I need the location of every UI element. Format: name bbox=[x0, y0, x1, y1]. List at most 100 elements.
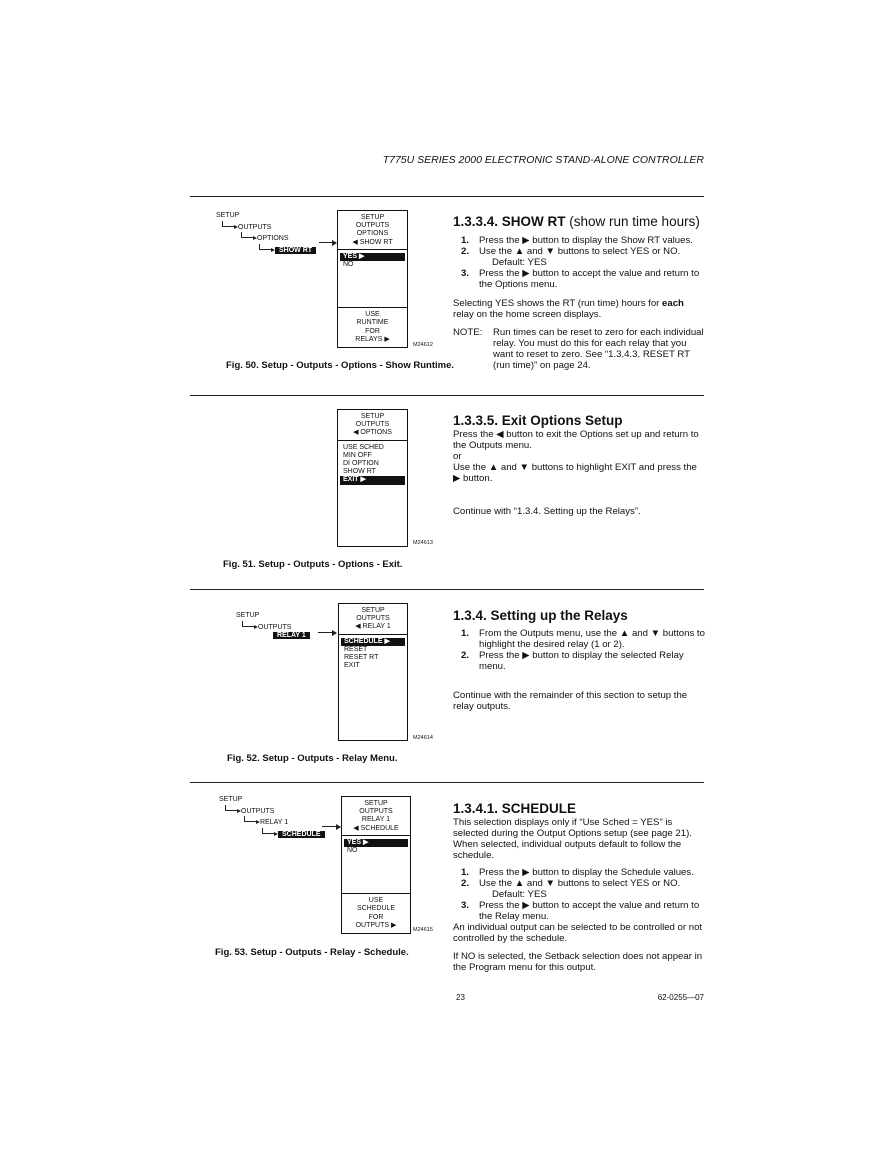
tree-item-highlighted: SCHEDULE bbox=[278, 830, 325, 838]
display-option-selected: SCHEDULE ▶ bbox=[341, 637, 405, 646]
display-option-selected: YES ▶ bbox=[344, 838, 408, 848]
display-line: OUTPUTS bbox=[356, 615, 390, 623]
branch-arrow-icon bbox=[225, 804, 241, 813]
display-line: OUTPUTS bbox=[359, 808, 393, 816]
section-divider bbox=[190, 395, 704, 396]
display-line: FOR bbox=[368, 913, 384, 921]
arrow-icon bbox=[319, 239, 337, 246]
lcd-display: SETUP OUTPUTS RELAY 1 ◀ SCHEDULE YES ▶ N… bbox=[341, 796, 411, 934]
section-heading: 1.3.4.1. SCHEDULE bbox=[453, 801, 577, 816]
figure-code: M24615 bbox=[413, 927, 433, 933]
step-item: 1.Press the ▶ button to display the Show… bbox=[461, 235, 693, 246]
tree-item: RELAY 1 bbox=[260, 819, 289, 827]
section-text: 1.3.3.4. SHOW RT (show run time hours) 1… bbox=[453, 214, 705, 371]
display-option: DI OPTION bbox=[343, 460, 379, 468]
arrow-icon bbox=[322, 823, 341, 830]
tree-item: SETUP bbox=[216, 212, 240, 219]
display-line: ◀ OPTIONS bbox=[353, 429, 392, 437]
display-option: NO bbox=[347, 847, 358, 855]
figure-code: M24612 bbox=[413, 342, 433, 348]
lcd-display: SETUP OUTPUTS OPTIONS ◀ SHOW RT YES ▶ NO… bbox=[337, 210, 408, 348]
display-line: SCHEDULE bbox=[356, 905, 396, 913]
tree-item-highlighted: RELAY 1 bbox=[273, 632, 310, 640]
section-heading: 1.3.3.5. Exit Options Setup bbox=[453, 413, 623, 428]
step-list: 1.Press the ▶ button to display the Sche… bbox=[453, 867, 705, 922]
paragraph: or bbox=[453, 451, 462, 462]
branch-arrow-icon bbox=[244, 816, 260, 825]
step-item: 3.Press the ▶ button to accept the value… bbox=[461, 268, 700, 290]
lcd-display: SETUP OUTPUTS ◀ OPTIONS USE SCHED MIN OF… bbox=[337, 409, 408, 547]
display-line: RELAYS ▶ bbox=[355, 335, 390, 343]
step-item: 1.From the Outputs menu, use the ▲ and ▼… bbox=[461, 628, 705, 650]
step-item: 2.Use the ▲ and ▼ buttons to select YES … bbox=[461, 246, 681, 257]
step-item: 2.Press the ▶ button to display the sele… bbox=[461, 650, 684, 672]
display-option: EXIT bbox=[344, 662, 360, 670]
display-line: OUTPUTS bbox=[355, 222, 390, 230]
menu-path-tree: SETUP OUTPUTS RELAY 1 SCHEDULE bbox=[219, 796, 325, 839]
step-list: 1.From the Outputs menu, use the ▲ and ▼… bbox=[453, 628, 705, 672]
lcd-display: SETUP OUTPUTS ◀ RELAY 1 SCHEDULE ▶ RESET… bbox=[338, 603, 408, 741]
tree-item: OUTPUTS bbox=[241, 807, 275, 815]
paragraph: An individual output can be selected to … bbox=[453, 922, 703, 944]
note: NOTE:Run times can be reset to zero for … bbox=[453, 327, 704, 371]
display-line: OUTPUTS bbox=[355, 421, 390, 429]
tree-item-highlighted: SHOW RT bbox=[275, 246, 317, 254]
display-line: USE bbox=[368, 897, 384, 905]
step-item: 2.Use the ▲ and ▼ buttons to select YES … bbox=[461, 878, 681, 889]
tree-item: SETUP bbox=[219, 796, 243, 803]
branch-arrow-icon bbox=[262, 827, 278, 836]
figure-code: M24614 bbox=[413, 735, 433, 741]
display-line: RUNTIME bbox=[356, 319, 389, 327]
branch-arrow-icon bbox=[222, 220, 238, 229]
tree-item: OUTPUTS bbox=[238, 223, 272, 231]
display-line: ◀ SHOW RT bbox=[352, 238, 393, 246]
section-text: 1.3.4.1. SCHEDULE This selection display… bbox=[453, 801, 705, 973]
section-heading: 1.3.3.4. SHOW RT (show run time hours) bbox=[453, 214, 700, 229]
figure-code: M24613 bbox=[413, 540, 433, 546]
paragraph: Selecting YES shows the RT (run time) ho… bbox=[453, 298, 684, 320]
display-option: NO bbox=[343, 261, 354, 269]
arrow-icon bbox=[318, 629, 337, 636]
display-line: RELAY 1 bbox=[361, 816, 391, 824]
section-text: 1.3.4. Setting up the Relays 1.From the … bbox=[453, 608, 705, 712]
section-divider bbox=[190, 589, 704, 590]
display-line: USE bbox=[365, 311, 380, 319]
document-header: T775U SERIES 2000 ELECTRONIC STAND-ALONE… bbox=[382, 154, 704, 166]
paragraph: Continue with “1.3.4. Setting up the Rel… bbox=[453, 506, 641, 517]
section-text: 1.3.3.5. Exit Options Setup Press the ◀ … bbox=[453, 413, 705, 517]
display-option: RESET bbox=[344, 645, 368, 653]
display-line: OUTPUTS ▶ bbox=[355, 921, 397, 929]
display-line: SETUP bbox=[360, 413, 385, 420]
figure-caption: Fig. 52. Setup - Outputs - Relay Menu. bbox=[227, 753, 398, 764]
step-item: 1.Press the ▶ button to display the Sche… bbox=[461, 867, 694, 878]
display-line: SETUP bbox=[364, 800, 388, 807]
figure-caption: Fig. 50. Setup - Outputs - Options - Sho… bbox=[226, 360, 454, 371]
paragraph: Use the ▲ and ▼ buttons to highlight EXI… bbox=[453, 462, 697, 484]
tree-item: SETUP bbox=[236, 612, 260, 619]
display-line: ◀ SCHEDULE bbox=[353, 824, 399, 832]
paragraph: Press the ◀ button to exit the Options s… bbox=[453, 429, 699, 451]
display-line: ◀ RELAY 1 bbox=[355, 623, 391, 631]
paragraph: Continue with the remainder of this sect… bbox=[453, 690, 688, 712]
tree-item: OUTPUTS bbox=[258, 623, 292, 631]
display-line: OPTIONS bbox=[356, 230, 389, 238]
display-line: SETUP bbox=[360, 214, 385, 221]
branch-arrow-icon bbox=[242, 620, 258, 629]
display-option: USE SCHED bbox=[343, 443, 384, 451]
display-option: MIN OFF bbox=[343, 451, 372, 459]
display-option-selected: EXIT ▶ bbox=[340, 476, 405, 485]
page-number: 23 bbox=[456, 993, 465, 1002]
section-divider bbox=[190, 196, 704, 197]
figure-caption: Fig. 53. Setup - Outputs - Relay - Sched… bbox=[215, 947, 409, 958]
section-heading: 1.3.4. Setting up the Relays bbox=[453, 608, 628, 623]
display-line: SETUP bbox=[361, 607, 385, 614]
figure-caption: Fig. 51. Setup - Outputs - Options - Exi… bbox=[223, 559, 403, 570]
document-number: 62-0255—07 bbox=[657, 993, 704, 1002]
branch-arrow-icon bbox=[259, 243, 275, 252]
default-value: Default: YES bbox=[492, 257, 547, 268]
default-value: Default: YES bbox=[492, 889, 547, 900]
paragraph: If NO is selected, the Setback selection… bbox=[453, 951, 703, 973]
step-item: 3.Press the ▶ button to accept the value… bbox=[461, 900, 700, 922]
step-list: 1.Press the ▶ button to display the Show… bbox=[453, 235, 705, 290]
menu-path-tree: SETUP OUTPUTS OPTIONS SHOW RT bbox=[216, 212, 317, 255]
